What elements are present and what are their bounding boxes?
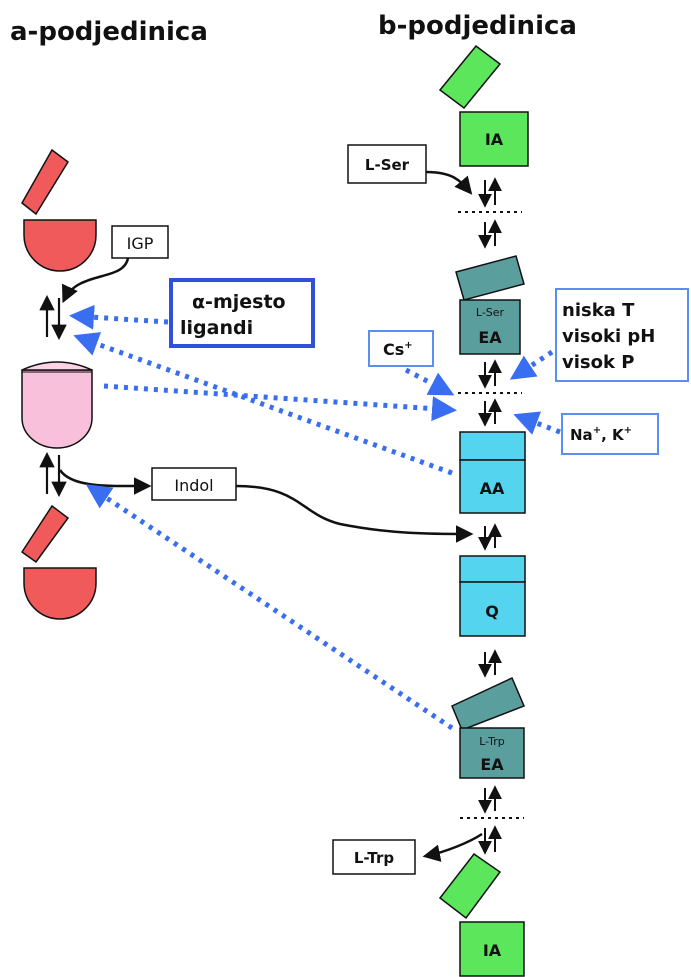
na-k-ion-label: Na+, K+ (570, 425, 632, 444)
allosteric-arrow-cs-to-beta (404, 367, 455, 396)
beta-equilibrium-6 (478, 649, 502, 678)
l-ser-entry-arrow (425, 170, 473, 195)
alpha-site-ligand-box: α-mjesto ligandi (169, 278, 315, 348)
alpha-subunit-title: a-podjedinica (10, 17, 208, 47)
beta-equilibrium-4 (478, 398, 502, 427)
ia-top-label: IA (485, 130, 504, 149)
beta-state-ea-l-trp: L-Trp EA (451, 676, 525, 779)
alpha-site-label-line1: α-mjesto (192, 291, 286, 313)
beta-state-ea-l-ser: L-Ser EA (455, 255, 525, 355)
beta-equilibrium-8 (478, 825, 502, 855)
q-label: Q (485, 602, 499, 621)
indol-label: Indol (174, 476, 213, 495)
condition-high-pressure: visok P (562, 352, 634, 373)
beta-state-ia-bottom: IA (438, 852, 525, 977)
beta-state-aa: AA (459, 431, 526, 514)
condition-low-temperature: niska T (562, 300, 635, 321)
aa-label: AA (480, 479, 505, 498)
cs-ion-label: Cs+ (383, 340, 413, 359)
beta-equilibrium-7 (478, 785, 502, 814)
beta-state-ia-top: IA (438, 44, 529, 167)
l-trp-release-arrow (422, 832, 483, 862)
allosteric-arrow-alpha-site-to-alpha (69, 304, 169, 330)
allosteric-arrow-aa-to-alpha (73, 332, 453, 476)
alpha-site-label-line2: ligandi (180, 317, 253, 339)
alpha-closed-state (21, 361, 93, 449)
ia-bottom-label: IA (483, 941, 502, 960)
igp-binding-arrow (62, 257, 130, 304)
allosteric-arrow-ea-trp-to-alpha (85, 484, 454, 731)
alpha-equilibrium-upper (39, 294, 67, 341)
allosteric-arrow-alpha-to-beta (103, 383, 457, 422)
l-ser-input-box: L-Ser (347, 144, 427, 184)
na-k-ion-box: Na+, K+ (561, 413, 659, 455)
beta-state-q: Q (459, 555, 526, 637)
igp-box: IGP (111, 225, 169, 259)
beta-equilibrium-3 (478, 359, 502, 389)
igp-label: IGP (127, 234, 154, 253)
allosteric-arrow-conditions-to-beta (509, 349, 554, 380)
ea-l-ser-label: EA (478, 328, 502, 347)
beta-equilibrium-2 (478, 219, 502, 249)
l-trp-output-box: L-Trp (332, 839, 416, 875)
alpha-open-state-top (21, 148, 97, 272)
indol-box: Indol (151, 467, 237, 501)
ea-l-trp-sublabel: L-Trp (479, 735, 505, 748)
ea-l-ser-sublabel: L-Ser (476, 306, 505, 319)
condition-high-ph: visoki pH (562, 326, 655, 347)
beta-equilibrium-1 (478, 177, 502, 208)
allosteric-arrow-na-k-to-beta (513, 411, 561, 435)
beta-subunit-title: b-podjedinica (378, 11, 577, 41)
ea-l-trp-label: EA (480, 755, 504, 774)
alpha-open-state-bottom (20, 504, 97, 620)
alpha-equilibrium-lower (39, 451, 67, 498)
l-trp-output-label: L-Trp (354, 849, 395, 867)
indol-channel-arrow (235, 484, 474, 543)
indol-release-arrow (58, 469, 152, 495)
beta-equilibrium-5 (478, 523, 502, 551)
l-ser-input-label: L-Ser (365, 156, 410, 174)
cs-ion-box: Cs+ (368, 330, 434, 367)
conditions-box: niska T visoki pH visok P (555, 288, 689, 382)
